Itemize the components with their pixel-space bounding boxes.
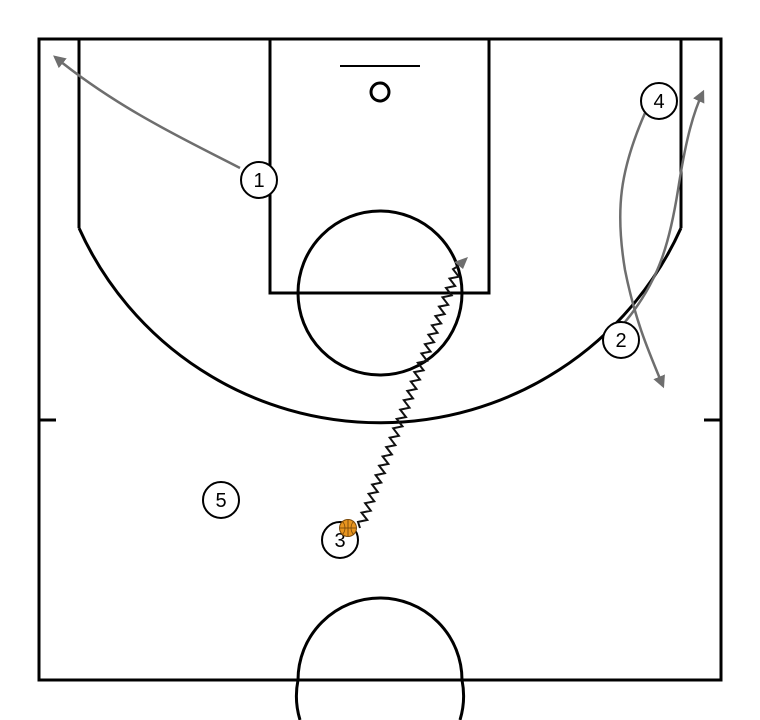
player-2-label: 2 xyxy=(615,330,626,352)
center-circle-overflow-right xyxy=(458,679,466,720)
paint-lane xyxy=(268,37,491,295)
player-1-cut-arrow xyxy=(53,55,241,170)
players: 1 2 3 4 5 xyxy=(202,82,678,559)
player-2[interactable]: 2 xyxy=(602,321,640,359)
player-1-label: 1 xyxy=(253,170,264,192)
three-point-arc xyxy=(77,227,683,425)
free-throw-circle xyxy=(296,209,464,377)
player-5-label: 5 xyxy=(215,490,226,512)
player-2-cut-arrow xyxy=(624,89,705,323)
player-4-label: 4 xyxy=(653,91,664,113)
hoop-rim xyxy=(369,81,391,103)
center-circle xyxy=(296,596,464,681)
court-boundary xyxy=(37,37,723,682)
player-4[interactable]: 4 xyxy=(640,82,678,120)
player-3-label: 3 xyxy=(334,530,345,552)
player-1[interactable]: 1 xyxy=(240,161,278,199)
player-4-cut-arrow xyxy=(618,112,665,389)
center-circle-overflow xyxy=(294,679,302,720)
basketball-icon xyxy=(339,519,357,537)
dribble-arrowhead xyxy=(454,257,468,269)
player-5[interactable]: 5 xyxy=(202,481,240,519)
movements xyxy=(53,55,705,529)
player-3-dribble-path xyxy=(356,265,461,529)
half-court xyxy=(37,37,723,720)
